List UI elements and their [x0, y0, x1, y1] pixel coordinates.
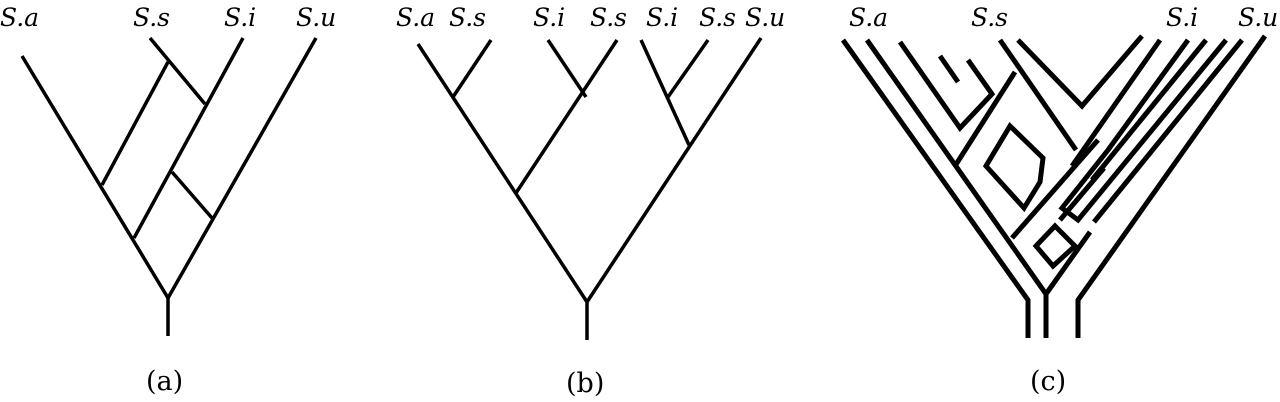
taxon-label: S.u	[1238, 3, 1278, 32]
edge	[585, 37, 763, 303]
tube-wall	[1090, 38, 1208, 182]
panel-b: S.a S.s S.i S.s S.i S.s S.u (b)	[396, 3, 785, 399]
tube-wall	[1075, 34, 1268, 338]
taxon-label: S.i	[533, 3, 565, 32]
taxon-label: S.a	[396, 3, 435, 32]
taxon-label: S.s	[133, 3, 170, 32]
panel-caption: (c)	[1030, 366, 1066, 397]
taxon-label: S.i	[646, 3, 678, 32]
edge	[666, 38, 710, 99]
panel-c: S.a S.s S.i S.u (c)	[840, 3, 1278, 397]
network-a	[20, 36, 318, 336]
taxon-label: S.a	[849, 3, 888, 32]
taxon-label: S.u	[296, 3, 336, 32]
tube-wall	[952, 70, 1018, 168]
panel-a: S.a S.s S.i S.u (a)	[0, 3, 336, 397]
taxon-label: S.s	[971, 3, 1008, 32]
panel-caption: (b)	[566, 368, 604, 399]
edge	[148, 36, 207, 106]
edge	[451, 39, 493, 98]
tree-b	[416, 37, 763, 340]
taxon-label: S.u	[745, 3, 785, 32]
taxon-label: S.a	[0, 3, 39, 32]
edge	[20, 55, 170, 299]
edge	[416, 43, 589, 303]
edge	[170, 170, 214, 220]
tube-wall	[1010, 138, 1100, 240]
tube-wall	[897, 40, 996, 132]
taxon-label: S.s	[449, 3, 486, 32]
loop	[1032, 222, 1079, 270]
tube-wall	[840, 38, 1031, 338]
edge	[166, 37, 318, 299]
edge	[639, 39, 691, 146]
tube-wall	[1043, 230, 1093, 296]
taxon-label: S.s	[699, 3, 736, 32]
tube-wall	[1058, 38, 1228, 224]
tube-wall	[1092, 38, 1244, 224]
edge	[132, 37, 245, 239]
tube-wall	[1016, 34, 1144, 110]
taxon-label: S.s	[590, 3, 627, 32]
taxon-label: S.i	[224, 3, 256, 32]
panel-caption: (a)	[146, 366, 183, 397]
tube-wall	[937, 54, 961, 84]
taxon-label: S.i	[1166, 3, 1198, 32]
tube-wall	[864, 38, 1049, 338]
edge	[514, 39, 619, 194]
tube-wall	[1069, 38, 1163, 168]
loop	[982, 122, 1046, 213]
edge	[100, 61, 170, 186]
tube-wall	[997, 38, 1079, 152]
edge	[546, 39, 588, 98]
network-c	[840, 34, 1268, 338]
